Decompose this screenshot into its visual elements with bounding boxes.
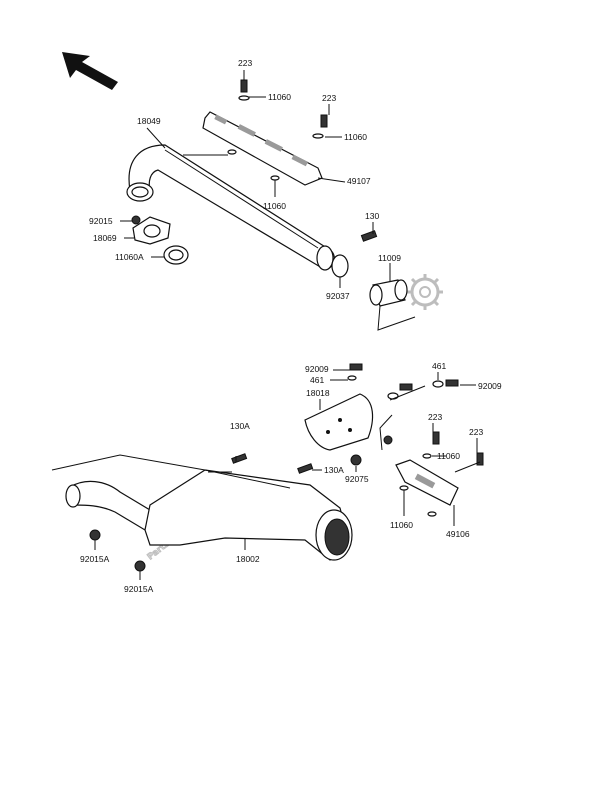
label-461-b: 461	[432, 361, 446, 371]
label-18069: 18069	[93, 233, 117, 243]
label-11060-b: 11060	[344, 132, 367, 142]
bolt-223-c	[432, 431, 440, 445]
bolt-92009-b	[445, 379, 459, 387]
header-pipe-18049	[126, 144, 336, 271]
nut-92075	[350, 454, 362, 466]
muffler-18002	[65, 469, 353, 561]
heat-guard-49106	[395, 459, 459, 506]
label-223-d: 223	[469, 427, 483, 437]
clamp-92037	[331, 230, 378, 278]
label-18018: 18018	[306, 388, 330, 398]
label-223-b: 223	[322, 93, 336, 103]
label-130A-b: 130A	[324, 465, 344, 475]
nut-92015	[131, 215, 141, 225]
label-11060-d: 11060	[437, 451, 460, 461]
label-223-c: 223	[428, 412, 442, 422]
bolt-130A-a	[231, 453, 248, 464]
gasket-11060A	[163, 245, 189, 265]
label-92015A-b: 92015A	[124, 584, 154, 594]
label-223-a: 223	[238, 58, 252, 68]
label-11060-a: 11060	[268, 92, 291, 102]
label-92075: 92075	[345, 474, 369, 484]
heat-guard-18018	[304, 393, 374, 451]
bolt-223-a	[238, 79, 250, 101]
bolt-mid	[387, 383, 413, 400]
label-49106: 49106	[446, 529, 470, 539]
label-130A-a: 130A	[230, 421, 250, 431]
bolt-92009-a	[349, 363, 363, 371]
label-92009-b: 92009	[478, 381, 502, 391]
washer-461-a	[347, 375, 357, 381]
label-92037: 92037	[326, 291, 350, 301]
washer-461-b	[432, 380, 444, 388]
washer-11060-e	[399, 485, 437, 517]
label-18002: 18002	[236, 554, 260, 564]
nut-mid	[383, 435, 393, 445]
bolt-223-d	[476, 452, 484, 466]
part-labels: 223 11060 223 11060 18049 49107 11060 92…	[80, 58, 502, 594]
bolt-223-b	[312, 114, 328, 139]
bolt-130A-b	[297, 463, 314, 474]
label-92015A-a: 92015A	[80, 554, 110, 564]
nut-92015A-b	[134, 560, 146, 572]
label-11060A: 11060A	[115, 252, 144, 262]
nut-92015A-a	[89, 529, 101, 541]
label-49107: 49107	[347, 176, 371, 186]
label-92015: 92015	[89, 216, 113, 226]
washer-11060-d	[422, 453, 432, 459]
front-direction-arrow-icon	[62, 52, 118, 90]
label-461-a: 461	[310, 375, 324, 385]
leader-lines-top	[120, 70, 416, 331]
label-11009: 11009	[378, 253, 401, 263]
leader-lines-bottom	[51, 369, 481, 580]
connector-pipe-11009	[369, 279, 408, 307]
label-92009-a: 92009	[305, 364, 329, 374]
label-18049: 18049	[137, 116, 161, 126]
label-11060-e: 11060	[390, 520, 413, 530]
washer-11060-c	[227, 149, 280, 181]
gasket-18069	[132, 216, 171, 245]
gear-icon	[407, 274, 443, 310]
heat-guard-49107	[202, 111, 323, 186]
label-130: 130	[365, 211, 379, 221]
label-11060-c: 11060	[263, 201, 286, 211]
